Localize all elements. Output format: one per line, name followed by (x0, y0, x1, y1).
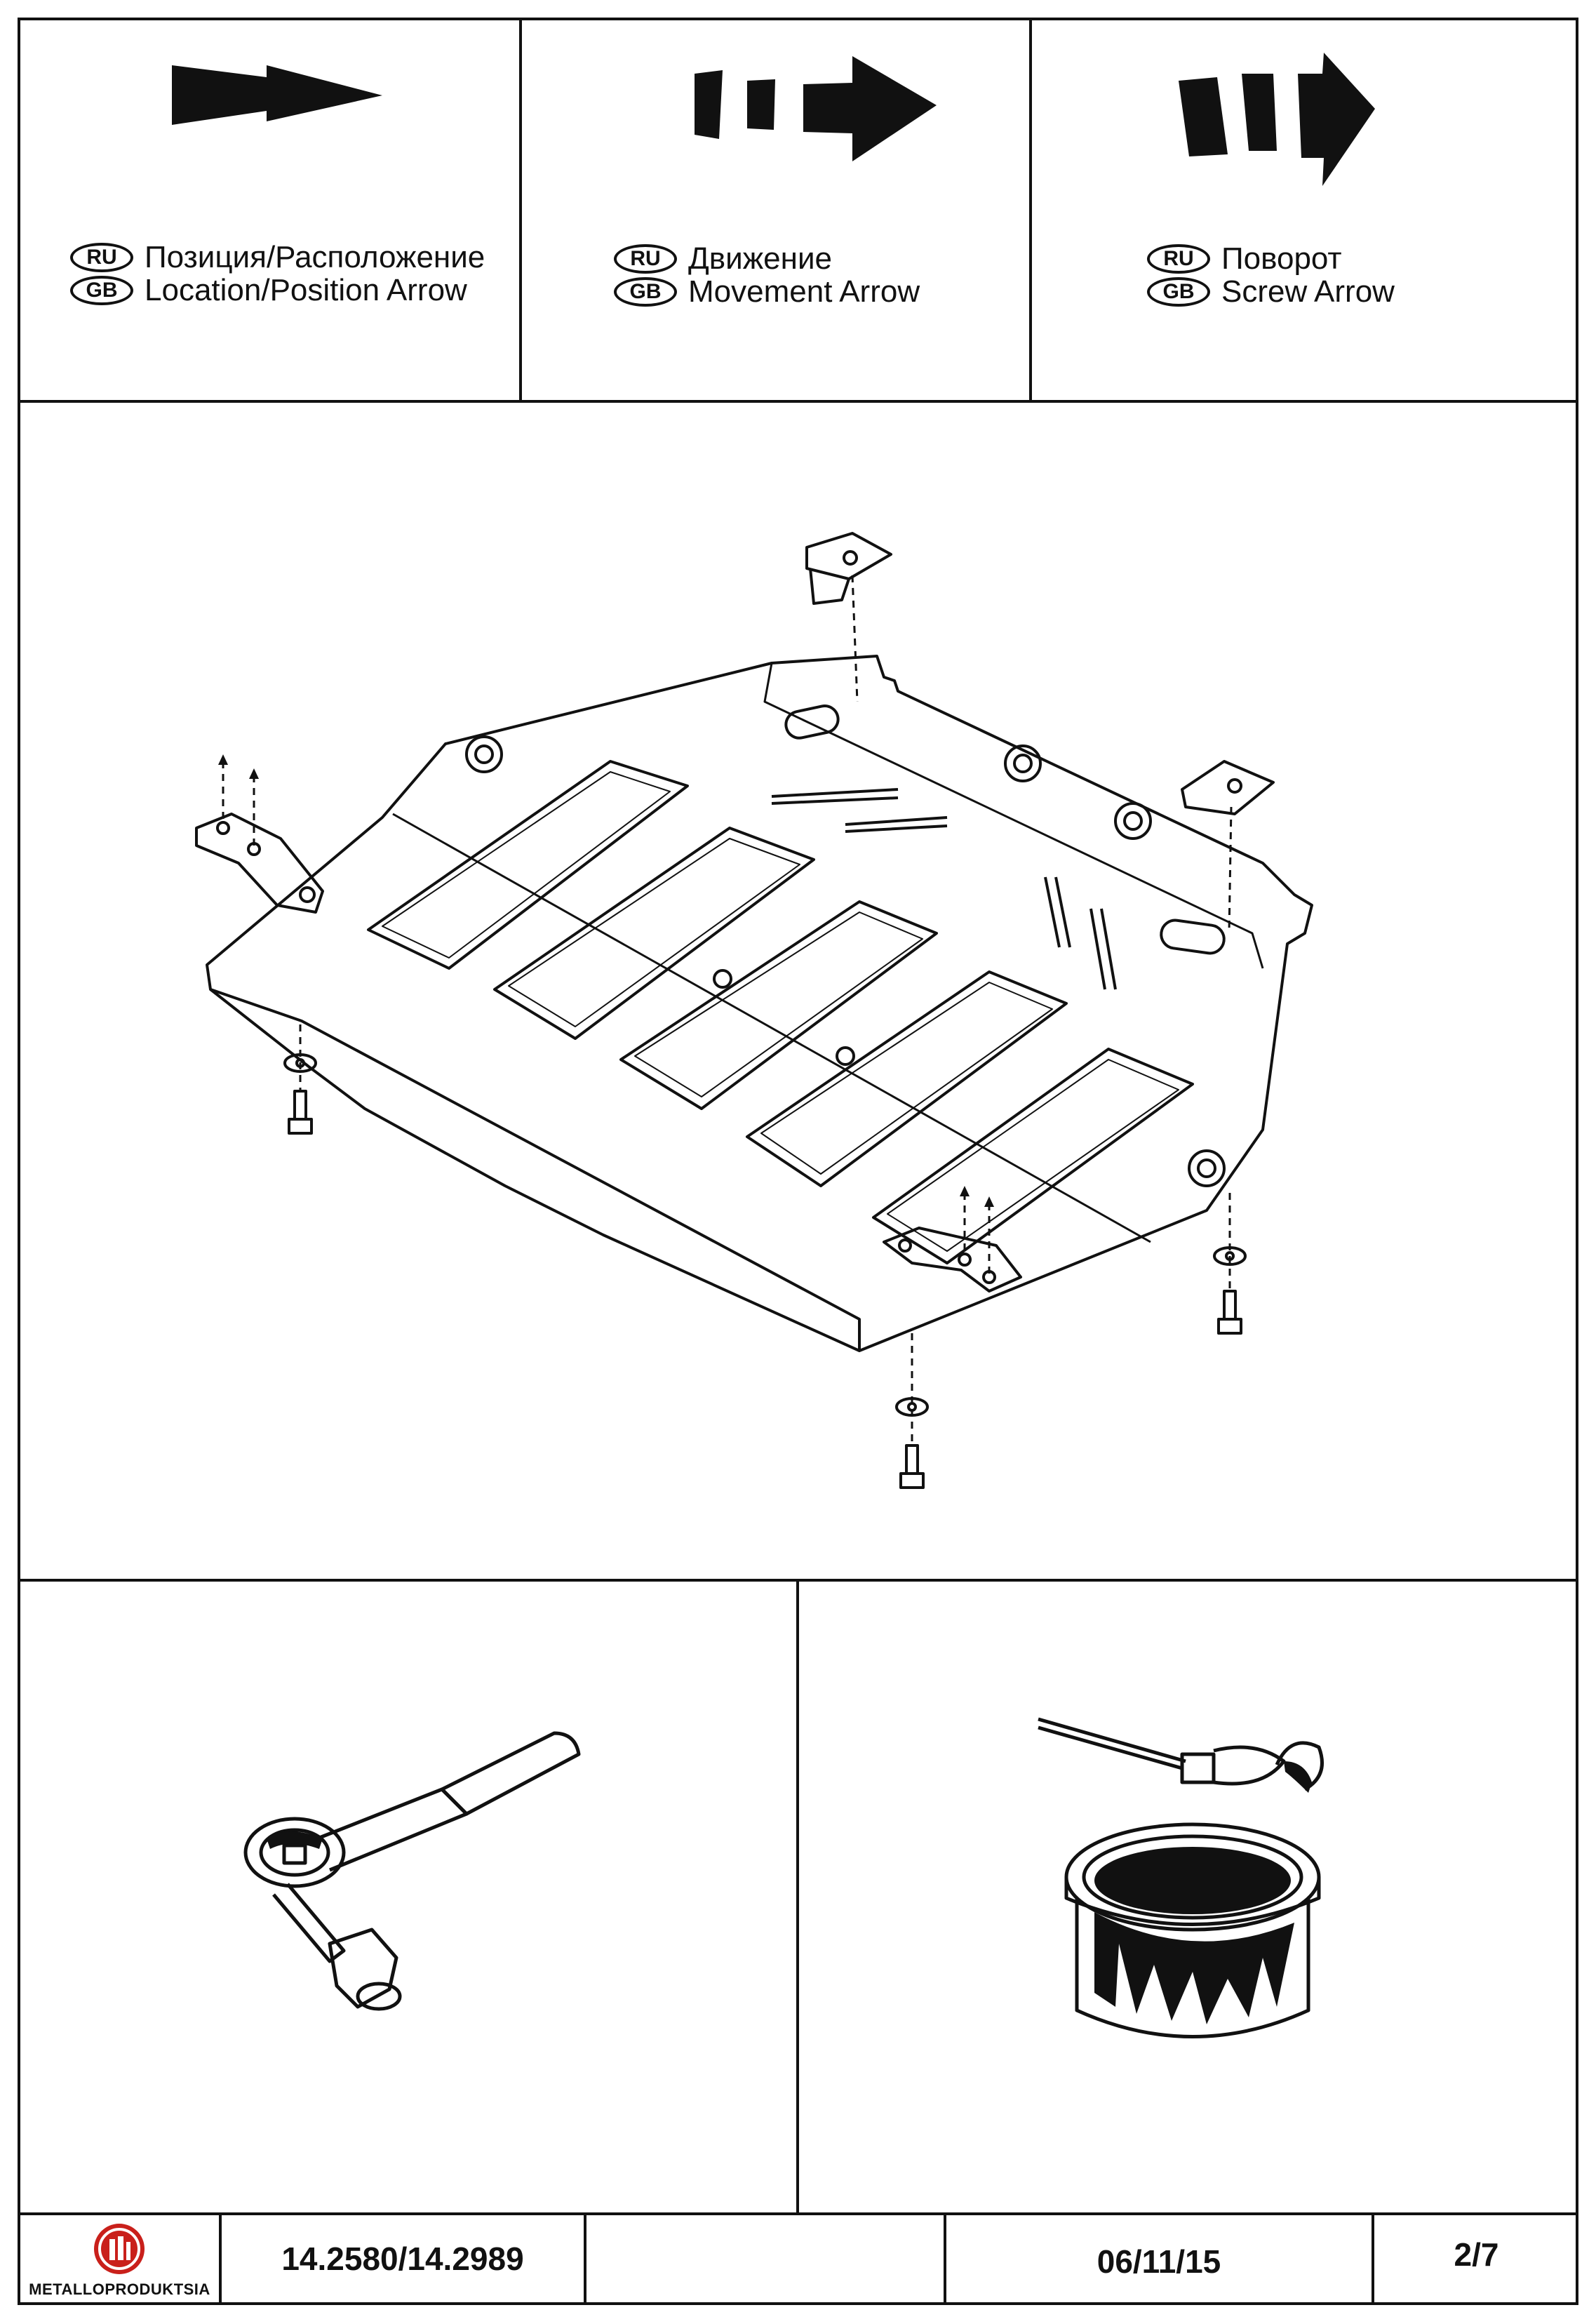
divider-legend-1 (519, 18, 522, 401)
ratchet-wrench-icon (243, 1731, 581, 2011)
legend-3-ru-row: RU Поворот (1147, 242, 1342, 276)
legend-1-gb-row: GB Location/Position Arrow (70, 274, 467, 307)
part-number: 14.2580/14.2989 (281, 2240, 524, 2277)
gb-badge: GB (70, 276, 133, 305)
divider-legend-2 (1029, 18, 1032, 401)
movement-arrow-icon (695, 56, 937, 161)
ru-badge: RU (614, 244, 677, 274)
legend-3-ru-label: Поворот (1221, 241, 1342, 276)
skid-plate-assembly-icon (195, 532, 1313, 1489)
legend-1-ru-label: Позиция/Расположение (145, 240, 485, 274)
gb-badge: GB (614, 277, 677, 307)
revision-date: 06/11/15 (1097, 2243, 1221, 2280)
divider-top (18, 400, 1578, 403)
screw-arrow-icon (1179, 53, 1375, 186)
divider-footer (18, 2212, 1578, 2215)
divider-footer-2 (584, 2212, 586, 2305)
legend-3-gb-row: GB Screw Arrow (1147, 275, 1395, 309)
page-number: 2/7 (1454, 2236, 1499, 2273)
company-logo-text: METALLOPRODUKTSIA (29, 2280, 210, 2298)
location-arrow-icon (172, 65, 382, 125)
divider-footer-3 (944, 2212, 946, 2305)
divider-footer-4 (1372, 2212, 1374, 2305)
legend-1-gb-label: Location/Position Arrow (145, 273, 467, 307)
page-frame (18, 18, 1578, 2305)
legend-2-gb-row: GB Movement Arrow (614, 275, 920, 309)
gb-badge: GB (1147, 277, 1210, 307)
legend-1-ru-row: RU Позиция/Расположение (70, 241, 485, 274)
ru-badge: RU (70, 243, 133, 272)
divider-tools (796, 1579, 799, 2214)
divider-footer-1 (219, 2212, 222, 2305)
legend-2-ru-row: RU Движение (614, 242, 832, 276)
legend-2-ru-label: Движение (688, 241, 833, 276)
legend-3-gb-label: Screw Arrow (1221, 274, 1395, 309)
legend-2-gb-label: Movement Arrow (688, 274, 920, 309)
paint-can-brush-icon (1038, 1717, 1324, 2038)
company-logo-icon (94, 2224, 145, 2274)
ru-badge: RU (1147, 244, 1210, 274)
